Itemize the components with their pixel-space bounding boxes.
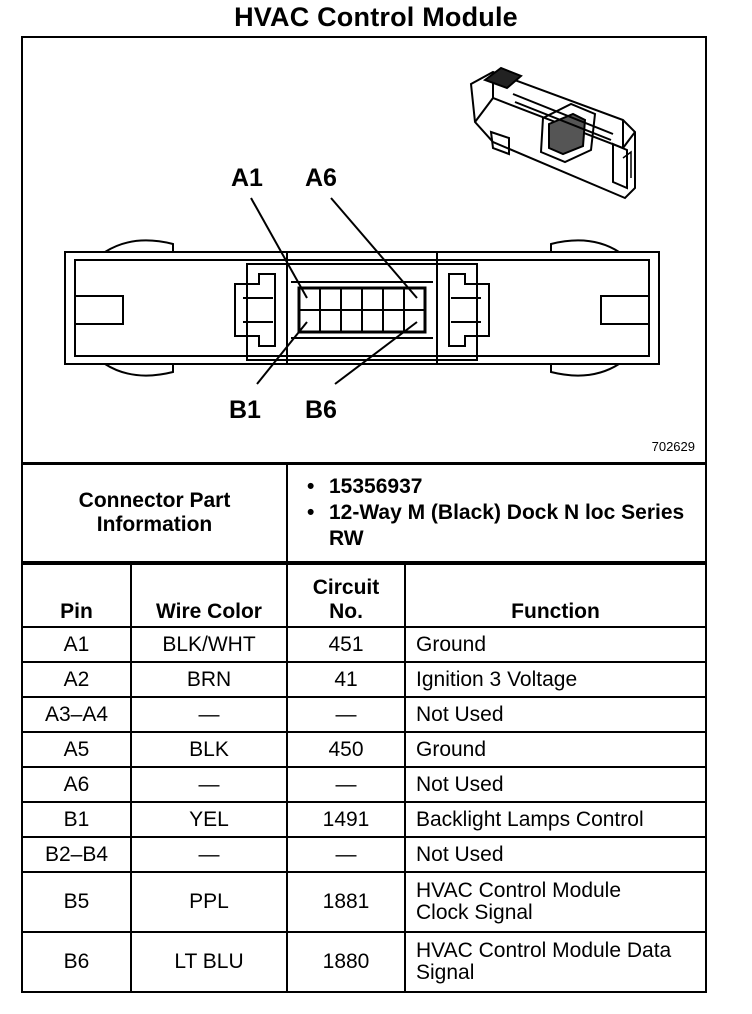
connector-face (64, 239, 660, 377)
circuit-cell: — (286, 836, 406, 873)
pin-cell: B1 (21, 801, 132, 838)
function-cell: Ground (404, 626, 707, 663)
pin-label-b1: B1 (229, 396, 261, 424)
wire-color-cell: — (130, 766, 288, 803)
pin-leader-lines (250, 197, 418, 385)
table-row: A2 BRN 41 Ignition 3 Voltage (21, 661, 707, 698)
part-number: 15356937 (307, 474, 704, 500)
pin-cell: A6 (21, 766, 132, 803)
circuit-cell: 450 (286, 731, 406, 768)
function-cell: Ignition 3 Voltage (404, 661, 707, 698)
wire-color-cell: — (130, 696, 288, 733)
pin-cell: B6 (21, 931, 132, 993)
table-row: A3–A4 — — Not Used (21, 696, 707, 733)
circuit-cell: 1491 (286, 801, 406, 838)
table-row: B5 PPL 1881 HVAC Control Module Clock Si… (21, 871, 707, 933)
pin-cell: A3–A4 (21, 696, 132, 733)
function-cell: Not Used (404, 696, 707, 733)
pin-label-a1: A1 (231, 164, 263, 192)
header-wire-color: Wire Color (130, 563, 288, 628)
table-row: A6 — — Not Used (21, 766, 707, 803)
table-row: A1 BLK/WHT 451 Ground (21, 626, 707, 663)
connector-3d-illustration (469, 66, 636, 200)
pin-cell: A5 (21, 731, 132, 768)
table-row: A5 BLK 450 Ground (21, 731, 707, 768)
wire-color-cell: BLK (130, 731, 288, 768)
function-cell: Backlight Lamps Control (404, 801, 707, 838)
pin-label-a6: A6 (305, 164, 337, 192)
function-cell: HVAC Control Module Data Signal (404, 931, 707, 993)
circuit-cell: 41 (286, 661, 406, 698)
pin-table-header: Pin Wire Color Circuit No. Function (21, 563, 707, 628)
wire-color-cell: BRN (130, 661, 288, 698)
table-row: B6 LT BLU 1880 HVAC Control Module Data … (21, 931, 707, 993)
circuit-cell: 1880 (286, 931, 406, 993)
wire-color-cell: BLK/WHT (130, 626, 288, 663)
circuit-cell: 451 (286, 626, 406, 663)
connector-info-items: 15356937 12-Way M (Black) Dock N loc Ser… (286, 463, 707, 563)
function-cell: HVAC Control Module Clock Signal (404, 871, 707, 933)
pin-cell: B5 (21, 871, 132, 933)
pin-label-b6: B6 (305, 396, 337, 424)
page-title: HVAC Control Module (234, 2, 518, 32)
wire-color-cell: LT BLU (130, 931, 288, 993)
function-cell: Ground (404, 731, 707, 768)
wire-color-cell: — (130, 836, 288, 873)
header-pin: Pin (21, 563, 132, 628)
circuit-cell: 1881 (286, 871, 406, 933)
table-row: B1 YEL 1491 Backlight Lamps Control (21, 801, 707, 838)
connector-info-table: Connector Part Information 15356937 12-W… (21, 463, 707, 563)
connector-drawing (64, 66, 660, 385)
header-function: Function (404, 563, 707, 628)
wire-color-cell: PPL (130, 871, 288, 933)
circuit-cell: — (286, 696, 406, 733)
pin-cell: A1 (21, 626, 132, 663)
figure-id: 702629 (651, 439, 695, 454)
circuit-cell: — (286, 766, 406, 803)
connector-description: 12-Way M (Black) Dock N loc Series RW (307, 500, 704, 552)
table-row: B2–B4 — — Not Used (21, 836, 707, 873)
connector-info-label: Connector Part Information (21, 463, 288, 563)
header-circuit: Circuit No. (286, 563, 406, 628)
function-cell: Not Used (404, 766, 707, 803)
function-cell: Not Used (404, 836, 707, 873)
pin-cell: A2 (21, 661, 132, 698)
pin-table: Pin Wire Color Circuit No. Function A1 B… (21, 563, 707, 993)
wire-color-cell: YEL (130, 801, 288, 838)
pin-cell: B2–B4 (21, 836, 132, 873)
connector-diagram: A1 A6 B1 B6 702629 (21, 36, 707, 464)
